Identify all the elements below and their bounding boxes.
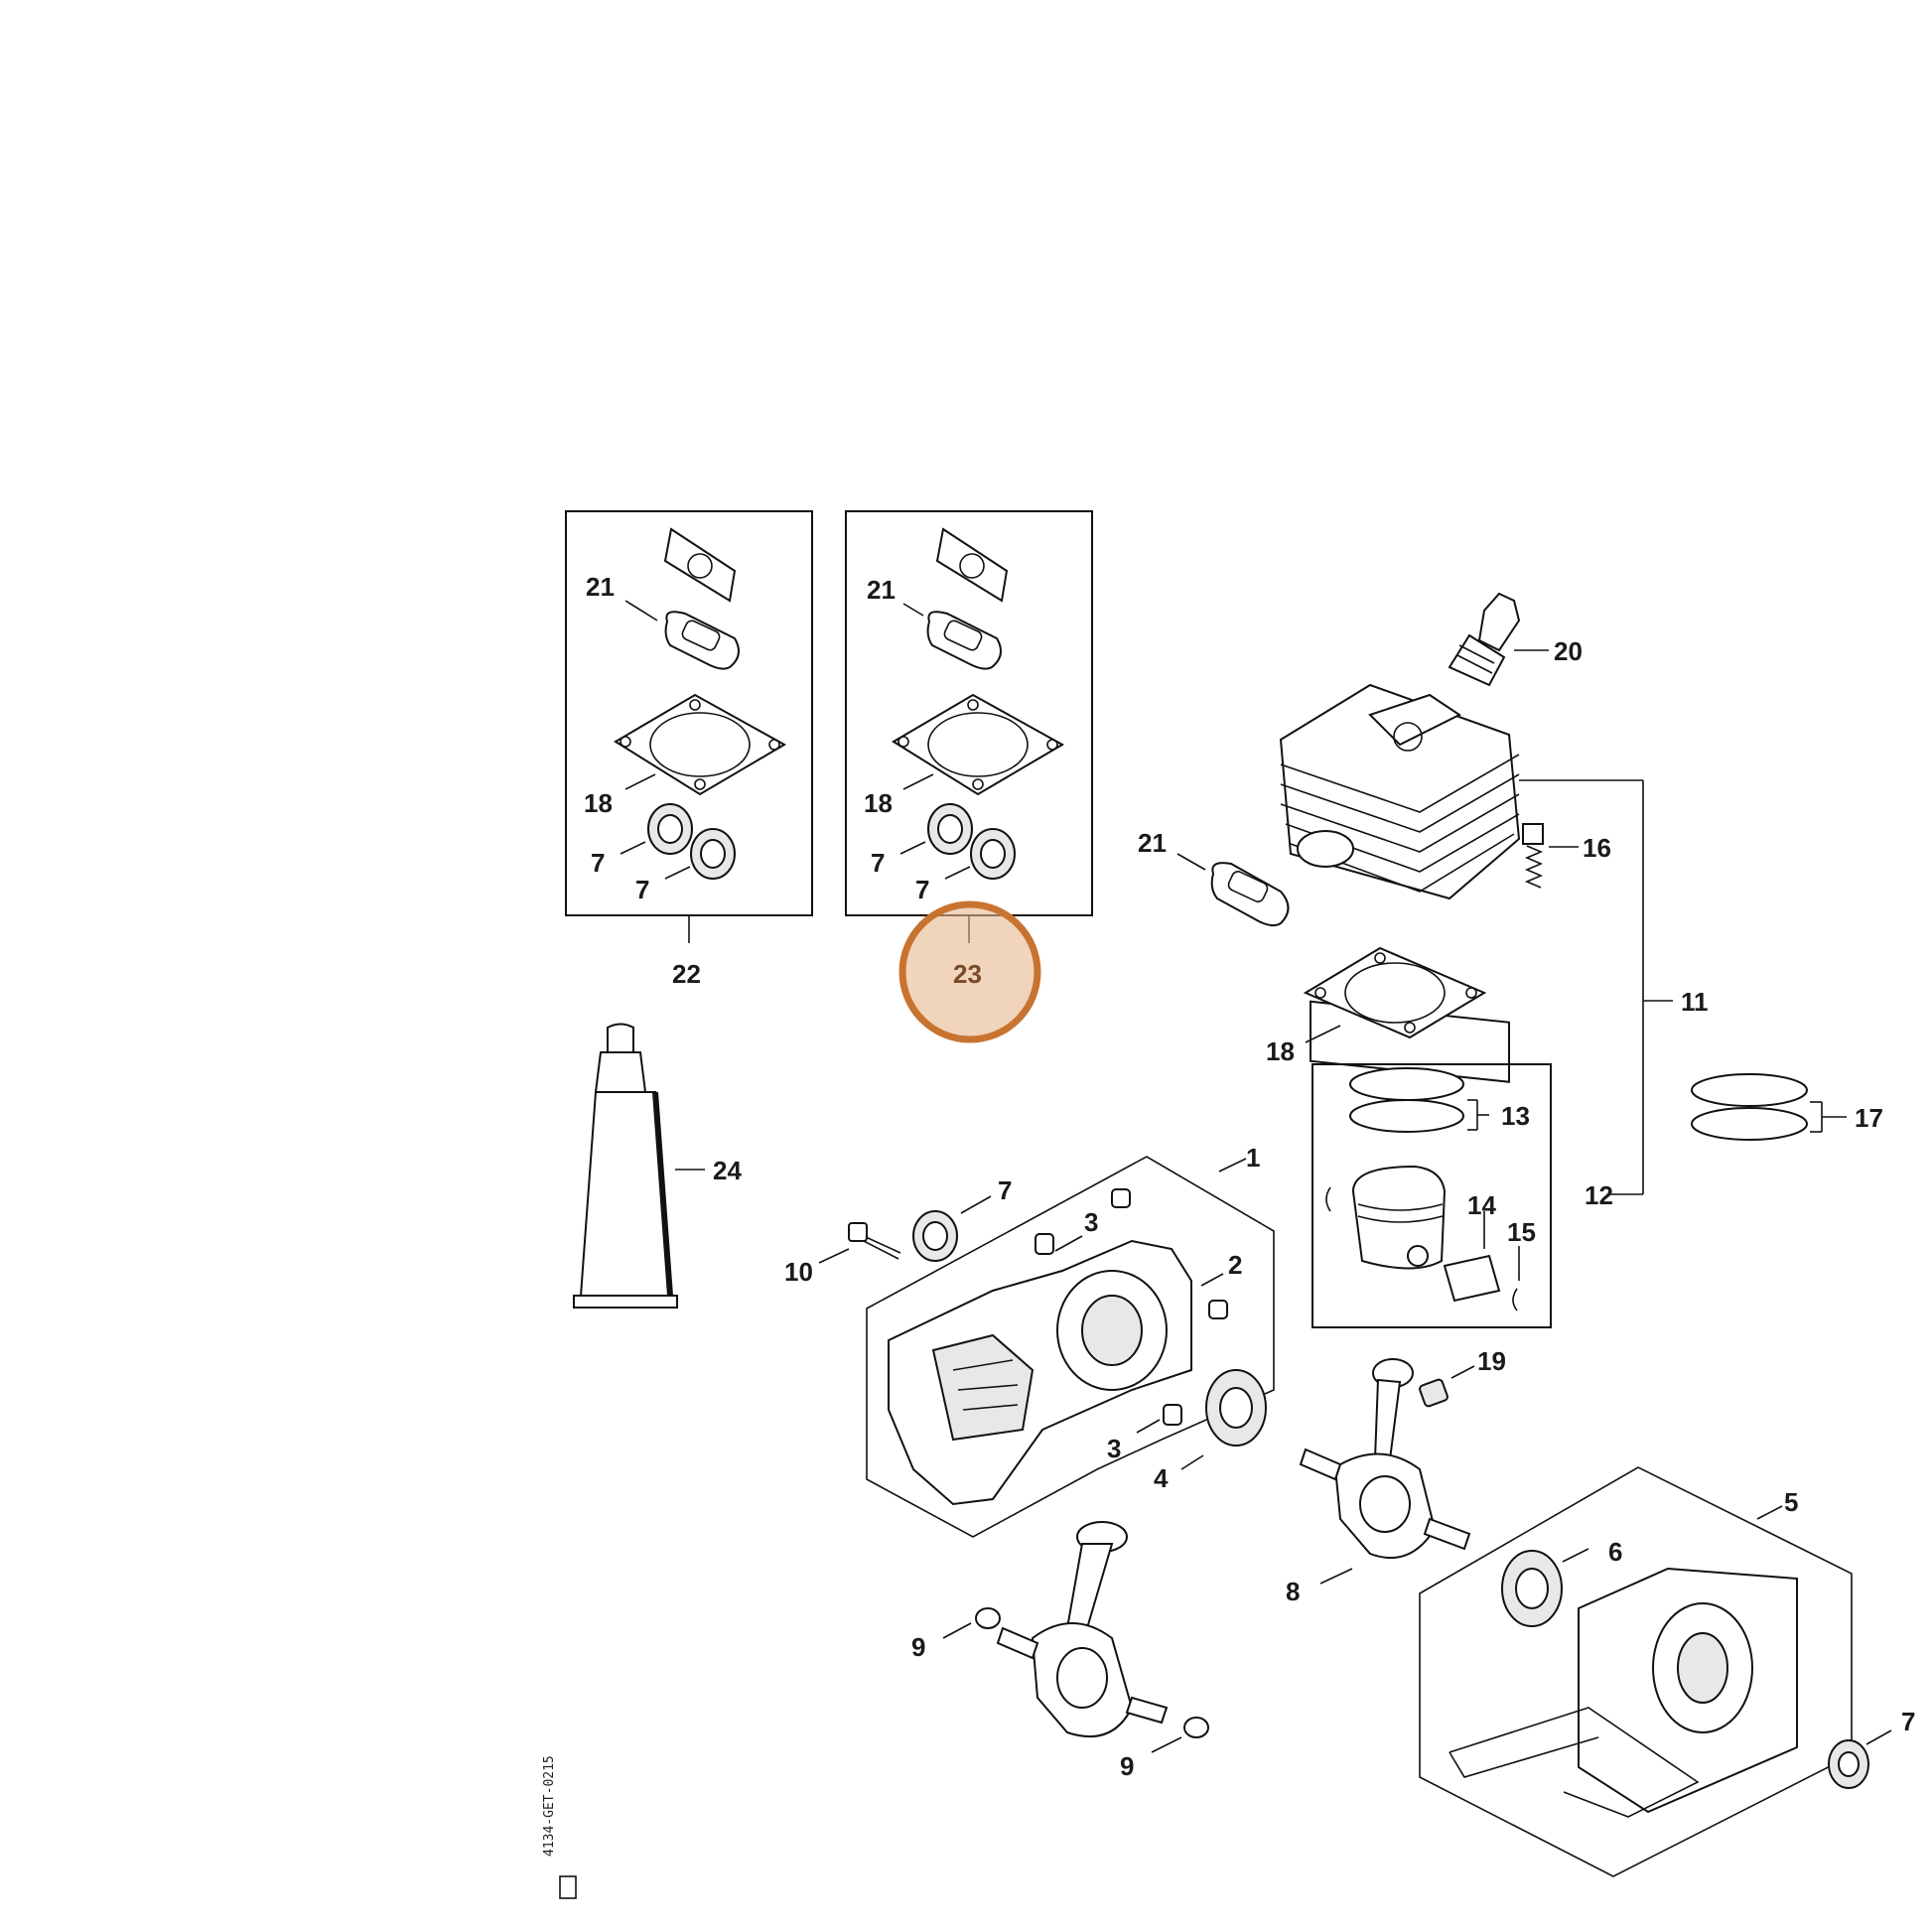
- cylinder-11[interactable]: 11: [1279, 683, 1709, 1195]
- callout-21: 21: [867, 575, 896, 605]
- callout-11: 11: [1681, 987, 1709, 1017]
- callout-18: 18: [1266, 1036, 1295, 1066]
- callout-12: 12: [1585, 1180, 1613, 1210]
- intake-gasket: [663, 527, 737, 603]
- callout-10: 10: [784, 1257, 813, 1287]
- document-id: 4134-GET-0215: [542, 1755, 577, 1899]
- highlight-circle: [898, 900, 1041, 1043]
- cylinder-gasket-18[interactable]: 18: [1266, 946, 1487, 1066]
- callout-7: 7: [998, 1175, 1012, 1205]
- callout-18: 18: [584, 788, 613, 818]
- callout-8: 8: [1286, 1577, 1300, 1606]
- callout-18: 18: [864, 788, 893, 818]
- highlight-marker-23[interactable]: 23: [898, 900, 1041, 1043]
- callout-14: 14: [1467, 1190, 1496, 1220]
- callout-20: 20: [1554, 636, 1583, 666]
- callout-7: 7: [635, 875, 649, 904]
- grease-tube-24[interactable]: 24: [573, 1023, 742, 1309]
- callout-9: 9: [911, 1632, 925, 1662]
- crankcase-1[interactable]: 1 3 3 2 4 7 10: [784, 1143, 1275, 1538]
- callout-24: 24: [713, 1156, 742, 1185]
- exhaust-gasket-21[interactable]: 21: [1138, 828, 1290, 927]
- callout-21: 21: [586, 572, 615, 602]
- callout-4: 4: [1154, 1463, 1169, 1493]
- callout-3: 3: [1084, 1207, 1098, 1237]
- needle-cage-19: [1419, 1378, 1449, 1408]
- cylinder-gasket: [614, 693, 787, 796]
- piston-rings-17[interactable]: 17: [1691, 1073, 1883, 1141]
- doc-id-text: 4134-GET-0215: [542, 1755, 557, 1857]
- callout-5: 5: [1784, 1487, 1798, 1517]
- callout-19: 19: [1477, 1346, 1506, 1376]
- decomp-screw-16[interactable]: 16: [1522, 823, 1611, 889]
- piston-kit-12[interactable]: 13 14 15 12: [1311, 1063, 1613, 1328]
- kit-12-frame: [1311, 1063, 1552, 1328]
- callout-3: 3: [1107, 1434, 1121, 1463]
- callout-2: 2: [1228, 1250, 1242, 1280]
- spark-plug-20[interactable]: 20: [1448, 592, 1583, 687]
- gasket-kit-23[interactable]: 21 18 7 7: [845, 510, 1093, 943]
- exhaust-gasket: [664, 611, 740, 670]
- callout-1: 1: [1246, 1143, 1260, 1173]
- crankcase-outline: [866, 1156, 1275, 1538]
- callout-7: 7: [1901, 1707, 1915, 1736]
- callout-13: 13: [1501, 1101, 1530, 1131]
- callout-21: 21: [1138, 828, 1167, 858]
- callout-16: 16: [1583, 833, 1611, 863]
- callout-17: 17: [1855, 1103, 1883, 1133]
- callout-9: 9: [1120, 1751, 1134, 1781]
- callout-7: 7: [871, 848, 885, 878]
- gasket-kit-22[interactable]: 21 18 7 7 22: [565, 510, 813, 989]
- crankshaft-8[interactable]: 8 19: [1286, 1346, 1506, 1606]
- callout-15: 15: [1507, 1217, 1536, 1247]
- crankcase-half-5[interactable]: 5 6 7: [1419, 1466, 1915, 1877]
- callout-7: 7: [591, 848, 605, 878]
- callout-22: 22: [672, 959, 701, 989]
- callout-6: 6: [1608, 1537, 1622, 1567]
- crankshaft-assembly-9[interactable]: 9 9: [911, 1521, 1209, 1781]
- callout-7: 7: [915, 875, 929, 904]
- callout-23: 23: [953, 959, 982, 989]
